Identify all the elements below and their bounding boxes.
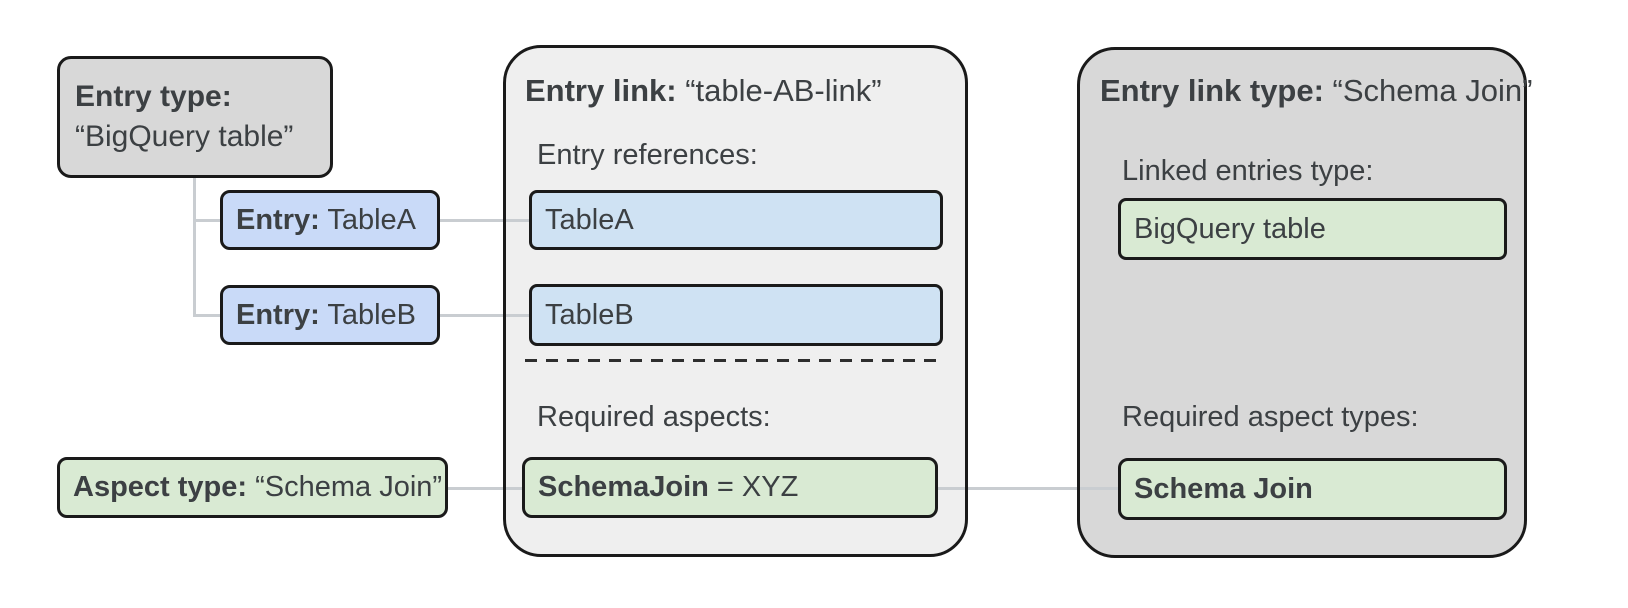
entry-link-type-title: Entry link type: “Schema Join” [1100, 74, 1532, 108]
entry-type-title: Entry type: [75, 80, 232, 113]
connector-join-left-segment [938, 487, 965, 490]
connector-stub-table-b [195, 314, 220, 317]
linked-entries-type-label: Linked entries type: [1122, 155, 1374, 187]
reference-box-table-b: TableB [529, 284, 943, 346]
linked-entries-type-box: BigQuery table [1118, 198, 1507, 260]
reference-box-table-a: TableA [529, 190, 943, 250]
connector-aspect-inside [506, 487, 522, 490]
entry-box-table-b: Entry: TableB [220, 285, 440, 345]
schema-join-aspect-value: = XYZ [708, 471, 799, 503]
entry-references-label: Entry references: [537, 139, 758, 171]
connector-join-middle-segment [968, 487, 1077, 490]
connector-table-b-to-panel [440, 314, 503, 317]
schema-join-aspect-text: SchemaJoin = XYZ [525, 471, 798, 504]
connector-join-right-segment [1080, 487, 1118, 490]
required-aspect-type-text: Schema Join [1134, 472, 1313, 505]
entry-link-title-value: “table-AB-link” [676, 73, 882, 108]
linked-entries-type-text: BigQuery table [1134, 212, 1326, 245]
required-aspects-label: Required aspects: [537, 401, 771, 433]
entry-link-title-prefix: Entry link: [525, 73, 677, 108]
entry-box-table-b-text: Entry: TableB [223, 299, 416, 332]
entry-link-type-title-value: “Schema Join” [1323, 73, 1533, 108]
entry-b-prefix: Entry: [236, 298, 320, 331]
schema-join-aspect-box: SchemaJoin = XYZ [522, 457, 938, 518]
required-aspect-type-box: Schema Join [1118, 458, 1507, 520]
connector-table-a-inside [506, 219, 529, 222]
connector-entry-type-vertical [193, 178, 196, 317]
aspect-type-value: “Schema Join” [247, 471, 443, 503]
entry-b-name: TableB [319, 298, 417, 331]
entry-box-table-a: Entry: TableA [220, 190, 440, 250]
required-aspect-types-label: Required aspect types: [1122, 401, 1419, 433]
schema-join-aspect-name: SchemaJoin [538, 471, 709, 503]
aspect-type-prefix: Aspect type: [73, 471, 248, 503]
aspect-type-box: Aspect type: “Schema Join” [57, 457, 448, 518]
entry-a-name: TableA [319, 203, 417, 236]
entry-box-table-a-text: Entry: TableA [223, 204, 416, 237]
entry-type-value: “BigQuery table” [75, 120, 294, 153]
connector-table-b-inside [506, 314, 529, 317]
connector-aspect-to-panel [448, 487, 503, 490]
connector-table-a-to-panel [440, 219, 503, 222]
dashed-divider [525, 359, 945, 362]
reference-table-b-text: TableB [545, 298, 634, 331]
connector-stub-table-a [195, 219, 220, 222]
entry-type-box: Entry type: “BigQuery table” [57, 56, 333, 178]
entry-a-prefix: Entry: [236, 203, 320, 236]
reference-table-a-text: TableA [545, 203, 634, 236]
entry-link-type-title-prefix: Entry link type: [1100, 73, 1324, 108]
entry-link-title: Entry link: “table-AB-link” [525, 74, 882, 108]
aspect-type-text: Aspect type: “Schema Join” [60, 471, 442, 504]
